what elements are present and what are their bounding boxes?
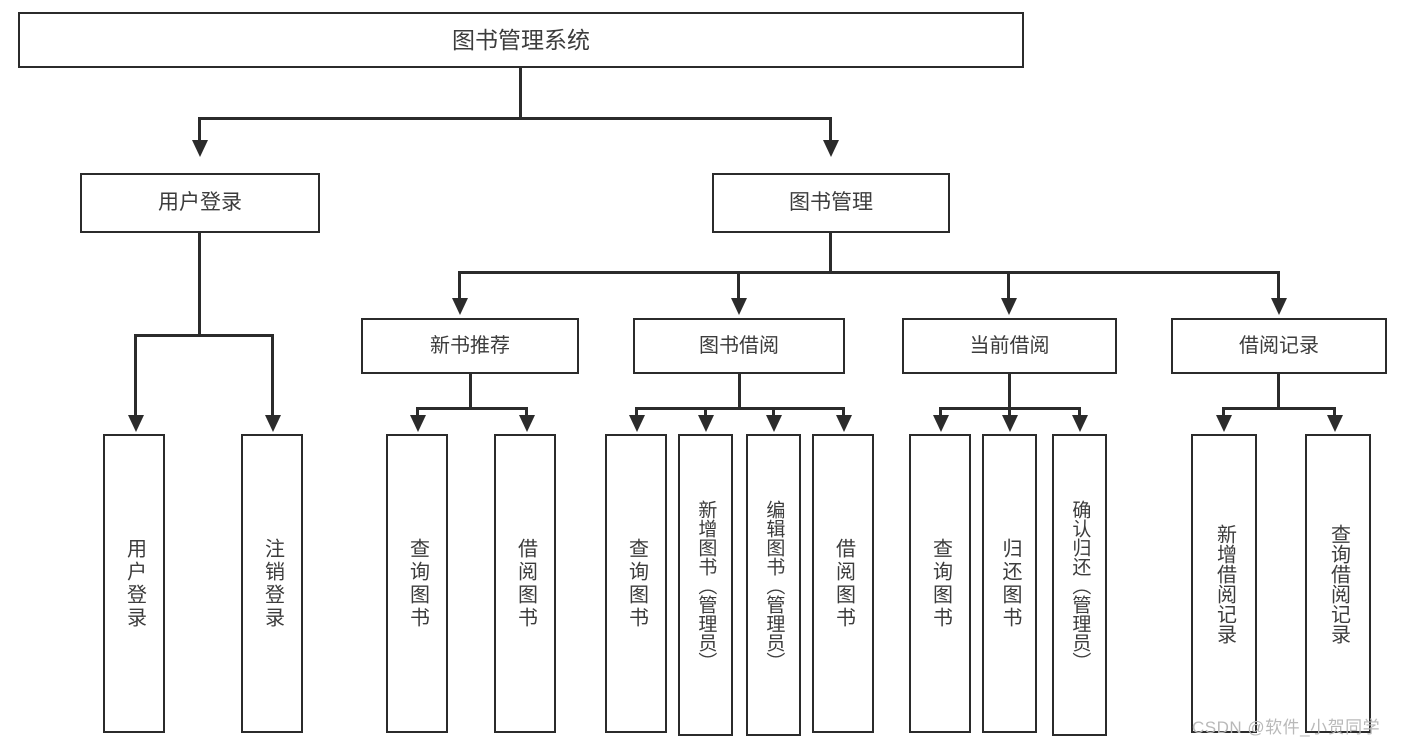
connector-br-drop-1 bbox=[1222, 407, 1225, 416]
node-leaf-edit-book[interactable]: 编辑图书（管理员） bbox=[746, 434, 801, 736]
node-book-manage[interactable]: 图书管理 bbox=[712, 173, 950, 233]
node-leaf-user-login-label: 用户登录 bbox=[123, 537, 146, 630]
arrow-user-login-to-leaf-user-login bbox=[128, 415, 144, 432]
node-root-label: 图书管理系统 bbox=[452, 26, 590, 53]
connector-user-login-bus bbox=[134, 334, 274, 337]
node-leaf-query-book-1-label: 查询图书 bbox=[406, 537, 429, 630]
node-leaf-borrow-book-2-label: 借阅图书 bbox=[832, 537, 855, 630]
connector-nbr-drop-2 bbox=[525, 407, 528, 416]
connector-current-borrow-stem bbox=[1008, 374, 1011, 409]
connector-bb-drop-2 bbox=[704, 407, 707, 416]
node-book-borrow[interactable]: 图书借阅 bbox=[633, 318, 845, 374]
connector-book-manage-drop-4 bbox=[1277, 271, 1280, 299]
arrow-book-manage-to-new-book-recommend bbox=[452, 298, 468, 315]
connector-book-borrow-bus bbox=[635, 407, 845, 410]
connector-root-drop-book-manage bbox=[829, 117, 832, 141]
node-leaf-confirm-return-label: 确认归还（管理员） bbox=[1069, 499, 1091, 671]
node-leaf-user-login[interactable]: 用户登录 bbox=[103, 434, 165, 733]
arrow-book-manage-to-current-borrow bbox=[1001, 298, 1017, 315]
connector-cb-drop-1 bbox=[939, 407, 942, 416]
connector-br-drop-2 bbox=[1333, 407, 1336, 416]
arrow-bb-to-leaf-borrow-book-2 bbox=[836, 415, 852, 432]
node-current-borrow-label: 当前借阅 bbox=[969, 334, 1050, 357]
arrow-bb-to-leaf-edit-book bbox=[766, 415, 782, 432]
arrow-user-login-to-leaf-user-logout bbox=[265, 415, 281, 432]
arrow-nbr-to-leaf-query-book-1 bbox=[410, 415, 426, 432]
node-leaf-return-book-label: 归还图书 bbox=[999, 537, 1021, 630]
connector-book-manage-drop-2 bbox=[737, 271, 740, 299]
node-borrow-record[interactable]: 借阅记录 bbox=[1171, 318, 1387, 374]
connector-book-manage-bus bbox=[458, 271, 1280, 274]
connector-bb-drop-4 bbox=[842, 407, 845, 416]
connector-cb-drop-2 bbox=[1008, 407, 1011, 416]
node-leaf-add-book[interactable]: 新增图书（管理员） bbox=[678, 434, 733, 736]
node-leaf-query-book-2-label: 查询图书 bbox=[625, 537, 648, 630]
arrow-cb-to-leaf-confirm-return bbox=[1072, 415, 1088, 432]
node-leaf-user-logout[interactable]: 注销登录 bbox=[241, 434, 303, 733]
node-leaf-user-logout-label: 注销登录 bbox=[261, 537, 284, 630]
node-borrow-record-label: 借阅记录 bbox=[1239, 334, 1319, 357]
node-leaf-query-record[interactable]: 查询借阅记录 bbox=[1305, 434, 1371, 733]
arrow-bb-to-leaf-add-book bbox=[698, 415, 714, 432]
connector-user-login-stem bbox=[198, 233, 201, 335]
connector-root-drop-user-login bbox=[198, 117, 201, 141]
arrow-root-to-user-login bbox=[192, 140, 208, 157]
connector-book-manage-drop-1 bbox=[458, 271, 461, 299]
connector-root-stem bbox=[519, 68, 522, 118]
connector-borrow-record-bus bbox=[1222, 407, 1336, 410]
node-user-login-label: 用户登录 bbox=[158, 190, 242, 214]
node-current-borrow[interactable]: 当前借阅 bbox=[902, 318, 1117, 374]
arrow-book-manage-to-book-borrow bbox=[731, 298, 747, 315]
node-leaf-query-book-3[interactable]: 查询图书 bbox=[909, 434, 971, 733]
node-leaf-query-record-label: 查询借阅记录 bbox=[1327, 523, 1350, 644]
connector-new-book-recommend-bus bbox=[416, 407, 528, 410]
node-leaf-borrow-book-1-label: 借阅图书 bbox=[514, 537, 537, 630]
connector-root-bus bbox=[198, 117, 832, 120]
arrow-br-to-leaf-query-record bbox=[1327, 415, 1343, 432]
node-book-manage-label: 图书管理 bbox=[789, 190, 873, 214]
connector-borrow-record-stem bbox=[1277, 374, 1280, 409]
connector-book-manage-stem bbox=[829, 233, 832, 272]
connector-bb-drop-1 bbox=[635, 407, 638, 416]
connector-book-manage-drop-3 bbox=[1007, 271, 1010, 299]
arrow-bb-to-leaf-query-book-2 bbox=[629, 415, 645, 432]
arrow-br-to-leaf-add-record bbox=[1216, 415, 1232, 432]
connector-cb-drop-3 bbox=[1078, 407, 1081, 416]
connector-bb-drop-3 bbox=[772, 407, 775, 416]
node-leaf-edit-book-label: 编辑图书（管理员） bbox=[763, 499, 785, 671]
arrow-cb-to-leaf-return-book bbox=[1002, 415, 1018, 432]
arrow-nbr-to-leaf-borrow-book-1 bbox=[519, 415, 535, 432]
node-leaf-confirm-return[interactable]: 确认归还（管理员） bbox=[1052, 434, 1107, 736]
arrow-book-manage-to-borrow-record bbox=[1271, 298, 1287, 315]
node-leaf-return-book[interactable]: 归还图书 bbox=[982, 434, 1037, 733]
node-leaf-add-book-label: 新增图书（管理员） bbox=[695, 499, 717, 671]
connector-user-login-drop-1 bbox=[134, 334, 137, 416]
node-root[interactable]: 图书管理系统 bbox=[18, 12, 1024, 68]
node-book-borrow-label: 图书借阅 bbox=[699, 334, 779, 357]
connector-new-book-recommend-stem bbox=[469, 374, 472, 409]
arrow-cb-to-leaf-query-book-3 bbox=[933, 415, 949, 432]
node-user-login[interactable]: 用户登录 bbox=[80, 173, 320, 233]
node-leaf-query-book-3-label: 查询图书 bbox=[929, 537, 952, 630]
node-leaf-add-record[interactable]: 新增借阅记录 bbox=[1191, 434, 1257, 733]
node-new-book-recommend-label: 新书推荐 bbox=[430, 334, 510, 357]
node-leaf-add-record-label: 新增借阅记录 bbox=[1213, 523, 1236, 644]
node-leaf-borrow-book-2[interactable]: 借阅图书 bbox=[812, 434, 874, 733]
node-leaf-borrow-book-1[interactable]: 借阅图书 bbox=[494, 434, 556, 733]
node-leaf-query-book-1[interactable]: 查询图书 bbox=[386, 434, 448, 733]
node-leaf-query-book-2[interactable]: 查询图书 bbox=[605, 434, 667, 733]
node-new-book-recommend[interactable]: 新书推荐 bbox=[361, 318, 579, 374]
arrow-root-to-book-manage bbox=[823, 140, 839, 157]
connector-user-login-drop-2 bbox=[271, 334, 274, 416]
connector-nbr-drop-1 bbox=[416, 407, 419, 416]
connector-book-borrow-stem bbox=[738, 374, 741, 409]
